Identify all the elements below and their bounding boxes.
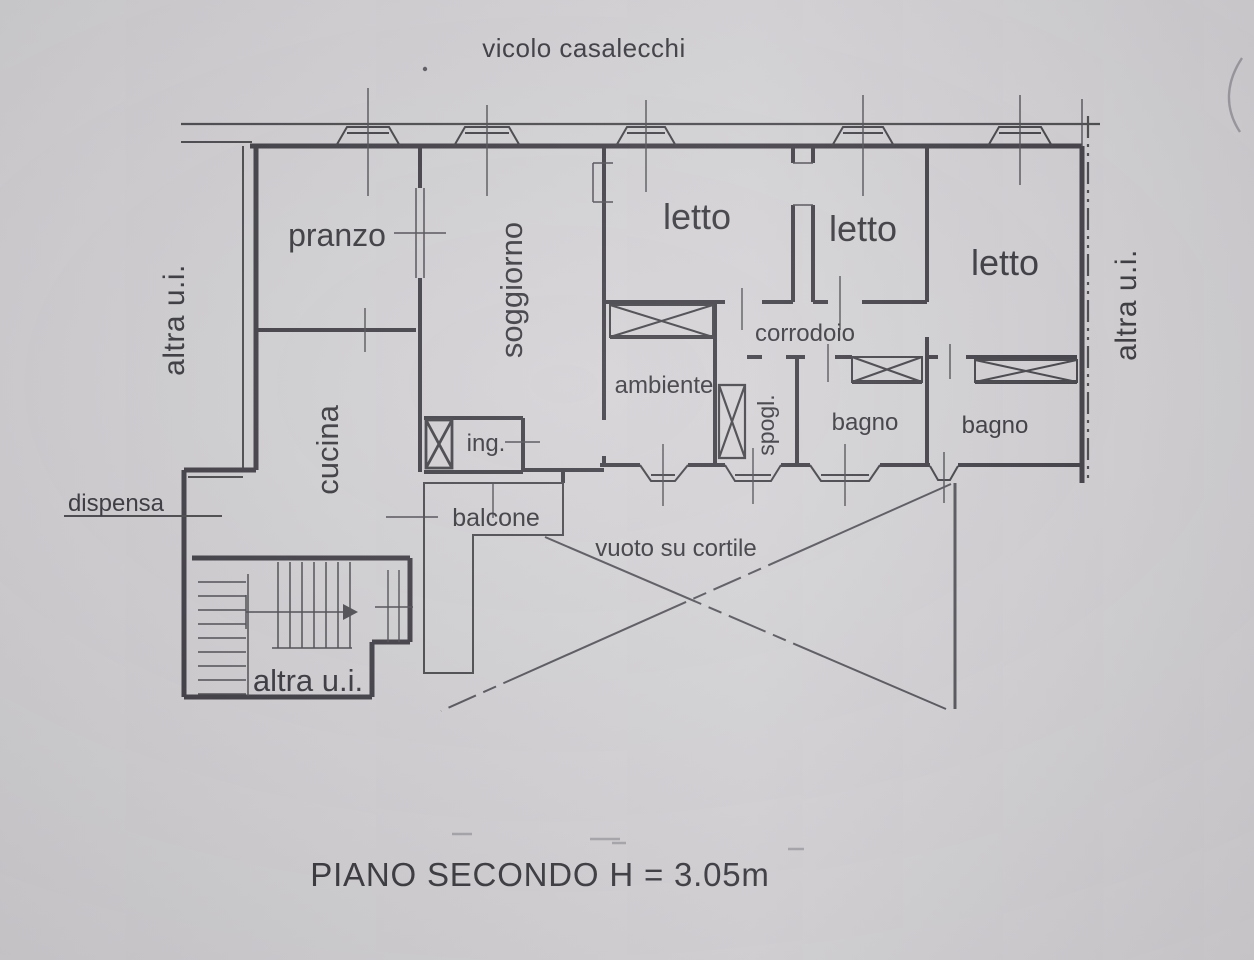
plan-labels: vicolo casalecchi altra u.i. pranzo sogg… — [68, 33, 1143, 893]
room-label-letto-1: letto — [663, 196, 731, 237]
room-label-altra-ui-bottom: altra u.i. — [253, 663, 363, 698]
room-label-balcone: balcone — [452, 504, 540, 532]
street-label: vicolo casalecchi — [482, 33, 686, 63]
room-label-bagno-2: bagno — [962, 412, 1029, 439]
room-label-letto-3: letto — [971, 242, 1039, 283]
room-label-altra-ui-right: altra u.i. — [1110, 249, 1143, 361]
closet-x-icons — [424, 304, 1078, 470]
exterior-walls — [181, 143, 1085, 700]
window-icons-south — [639, 464, 959, 482]
room-label-corridoio: corrodoio — [755, 320, 855, 347]
dispensa-pointer-underline — [64, 476, 243, 517]
balcony-outline — [423, 482, 564, 674]
ink-dot-artifact — [422, 66, 428, 72]
label-vuoto-su-cortile: vuoto su cortile — [595, 535, 756, 562]
window-icons-north — [335, 126, 1053, 147]
room-label-bagno-1: bagno — [832, 409, 899, 436]
interior-walls — [256, 146, 1082, 483]
room-label-pranzo: pranzo — [288, 217, 386, 253]
window-axis-ticks-north — [367, 88, 1083, 196]
room-label-altra-ui-left: altra u.i. — [158, 264, 191, 376]
floor-title: PIANO SECONDO H = 3.05m — [310, 856, 769, 893]
window-axis-ticks-south — [662, 444, 945, 506]
void-cross-lines — [440, 483, 957, 712]
door-swing-ticks — [364, 232, 951, 642]
stair-direction-arrow-icon — [245, 595, 344, 629]
room-label-soggiorno: soggiorno — [494, 222, 529, 358]
door-jamb-lines — [415, 162, 813, 278]
smudge-marks — [452, 832, 804, 851]
staircase-icon — [198, 562, 358, 696]
scan-artifacts — [422, 57, 1243, 851]
corner-pen-mark — [1227, 57, 1243, 133]
room-label-dispensa: dispensa — [68, 490, 165, 517]
room-label-cucina: cucina — [310, 404, 345, 494]
stair-arrow-head-icon — [343, 604, 358, 620]
room-label-ing: ing. — [467, 430, 506, 457]
room-label-spogliatoio: spogl. — [753, 394, 779, 455]
room-label-ambiente: ambiente — [615, 372, 714, 399]
room-label-letto-2: letto — [829, 208, 897, 249]
